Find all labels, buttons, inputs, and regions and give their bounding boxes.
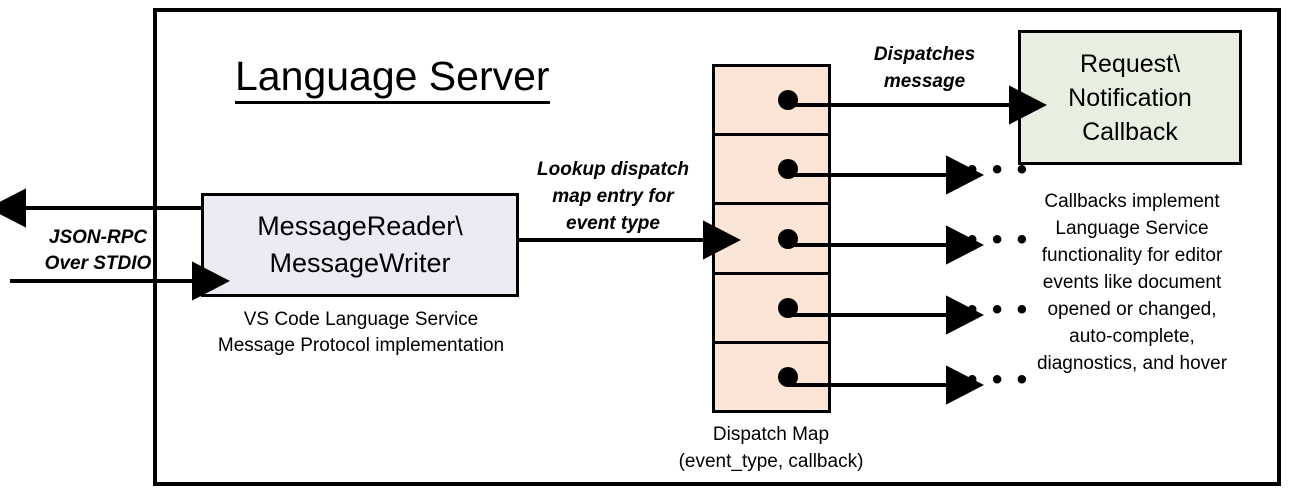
dispatch-map-caption: Dispatch Map (event_type, callback) xyxy=(636,421,906,475)
dispatch-map-row[interactable] xyxy=(715,275,828,344)
callback-caption-line3: functionality for editor xyxy=(1041,245,1223,266)
dispatch-map-caption-line2: (event_type, callback) xyxy=(678,451,864,472)
lookup-label-line1: Lookup dispatch xyxy=(537,159,689,180)
json-rpc-transport-label: JSON-RPC Over STDIO xyxy=(28,225,168,277)
dispatch-map-table[interactable] xyxy=(712,64,831,413)
dispatch-map-row[interactable] xyxy=(715,67,828,137)
entry-dot-icon xyxy=(778,90,798,111)
callback-caption-line7: diagnostics, and hover xyxy=(1036,353,1228,374)
dispatches-label-line2: message xyxy=(883,71,966,92)
callback-caption-line4: events like document xyxy=(1042,272,1222,293)
callback-label-line2: Notification xyxy=(1068,83,1192,112)
lookup-label-line3: event type xyxy=(566,213,660,234)
message-reader-caption-line1: VS Code Language Service xyxy=(243,309,479,330)
message-writer-label: MessageWriter xyxy=(269,248,451,278)
callback-caption-line2: Language Service xyxy=(1055,218,1209,239)
json-rpc-label-line2: Over STDIO xyxy=(44,253,152,274)
dispatch-map-row[interactable] xyxy=(715,136,828,206)
lookup-label-line2: map entry for xyxy=(552,186,674,207)
message-reader-caption-line2: Message Protocol implementation xyxy=(217,335,505,356)
lookup-dispatch-label: Lookup dispatch map entry for event type xyxy=(518,156,708,237)
message-reader-label: MessageReader\ xyxy=(257,211,463,241)
dispatches-label-line1: Dispatches xyxy=(873,44,976,65)
dispatch-map-row[interactable] xyxy=(715,344,828,410)
message-reader-caption: VS Code Language Service Message Protoco… xyxy=(186,307,536,359)
entry-dot-icon xyxy=(778,297,798,318)
dispatches-message-label: Dispatches message xyxy=(832,41,1017,95)
request-notification-callback-box[interactable]: Request\ Notification Callback xyxy=(1018,30,1242,165)
language-server-frame xyxy=(153,8,1281,486)
entry-dot-icon xyxy=(778,366,798,387)
message-reader-writer-box[interactable]: MessageReader\ MessageWriter xyxy=(201,193,519,297)
callback-caption-line1: Callbacks implement xyxy=(1044,191,1220,212)
dispatch-map-caption-line1: Dispatch Map xyxy=(712,424,830,445)
callback-label-line3: Callback xyxy=(1082,117,1178,146)
entry-dot-icon xyxy=(778,159,798,180)
callback-caption-line5: opened or changed, xyxy=(1047,299,1217,320)
page-title: Language Server xyxy=(235,52,550,104)
callback-caption: Callbacks implement Language Service fun… xyxy=(1008,188,1256,377)
dispatch-map-row[interactable] xyxy=(715,205,828,275)
callback-caption-line6: auto-complete, xyxy=(1069,326,1195,347)
entry-dot-icon xyxy=(778,228,798,249)
callback-label-line1: Request\ xyxy=(1079,49,1181,78)
json-rpc-label-line1: JSON-RPC xyxy=(48,227,148,248)
